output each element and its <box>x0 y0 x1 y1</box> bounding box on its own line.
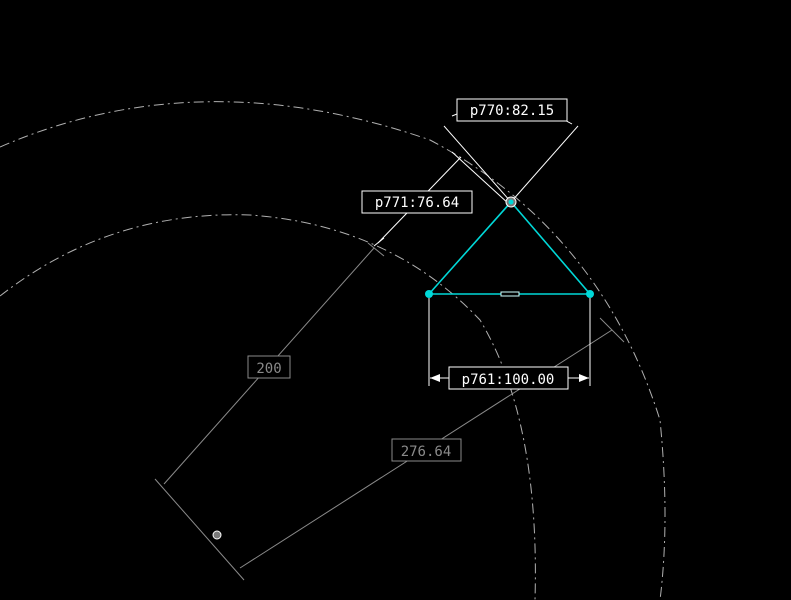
horizontal-constraint-icon[interactable] <box>500 291 520 297</box>
offset-dimension[interactable]: p771:76.64 <box>361 151 511 247</box>
offset-label: p771:76.64 <box>375 195 459 211</box>
right-vertex-point[interactable] <box>586 290 594 298</box>
width-dimension[interactable]: p761:100.00 <box>428 298 591 390</box>
angle-dimension[interactable]: p770:82.15 <box>443 98 579 203</box>
outer-construction-arc[interactable] <box>0 101 666 600</box>
outer-radius-dimension[interactable]: 276.64 <box>239 317 625 569</box>
width-label: p761:100.00 <box>462 372 555 388</box>
triangle-sketch[interactable] <box>428 201 591 297</box>
inner-radius-dimension[interactable]: 200 <box>154 242 385 581</box>
angle-label: p770:82.15 <box>470 103 554 119</box>
apex-point-inner <box>508 199 514 205</box>
left-edge[interactable] <box>428 201 512 295</box>
inner-construction-arc[interactable] <box>0 214 536 600</box>
center-point[interactable] <box>212 530 222 540</box>
outer-radius-label: 276.64 <box>401 444 452 460</box>
left-vertex-point[interactable] <box>425 290 433 298</box>
right-edge[interactable] <box>510 201 591 295</box>
inner-radius-label: 200 <box>256 361 281 377</box>
